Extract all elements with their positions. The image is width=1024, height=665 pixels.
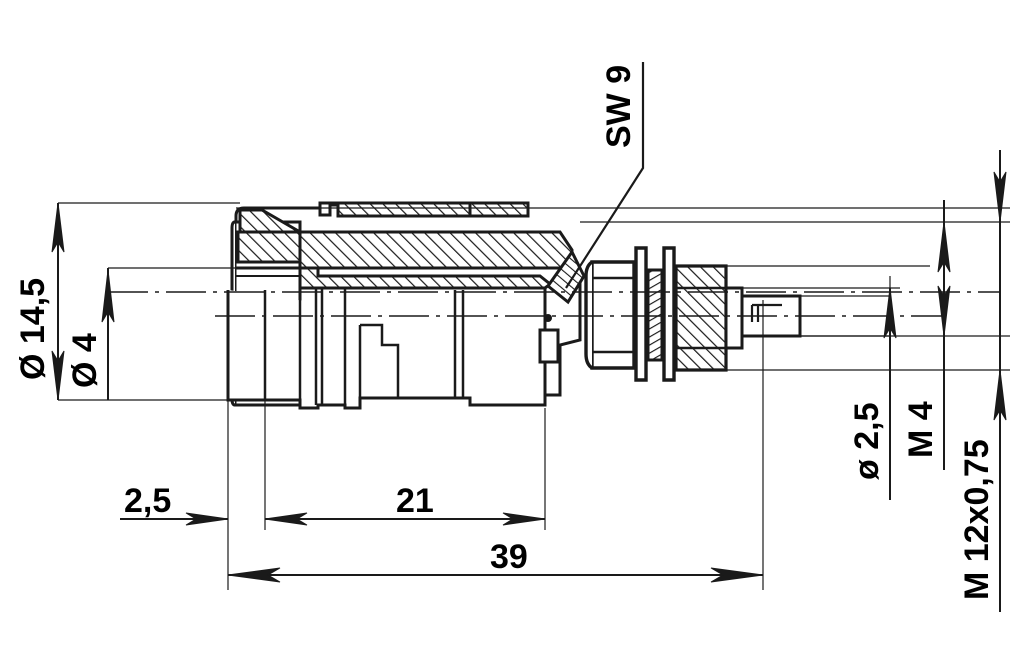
section-reference-dot [544, 314, 552, 322]
sleeve-tab-band [336, 201, 472, 218]
dim-len-25 [120, 512, 229, 526]
label-m12: M 12x0,75 [958, 439, 996, 600]
dimension-lines [51, 62, 1007, 612]
retainer-block [538, 328, 560, 364]
leader-sw9 [565, 62, 645, 289]
inner-cavity-detail [263, 288, 547, 408]
part-geometry [108, 201, 1000, 410]
label-m4: M 4 [902, 401, 940, 458]
dimension-labels: Ø 14,5 Ø 4 SW 9 ø 2,5 M 4 M 12x0,75 2,5 … [14, 65, 996, 600]
label-dia-25: ø 2,5 [848, 403, 886, 480]
label-len-21: 21 [396, 482, 434, 520]
label-len-39: 39 [490, 538, 528, 576]
flat-washer-2 [662, 246, 676, 382]
hex-nut-chamfer [584, 260, 594, 370]
label-dia-145: Ø 14,5 [14, 278, 52, 380]
lock-washer [646, 268, 664, 362]
dim-len-39 [227, 567, 764, 583]
threaded-body-section [674, 264, 728, 372]
flat-washer-1 [634, 246, 648, 382]
dim-m12 [993, 150, 1007, 612]
sleeve-tab-band-2 [468, 201, 530, 218]
label-len-25: 2,5 [124, 482, 171, 520]
dim-m4 [937, 200, 951, 470]
cone-section [545, 249, 586, 305]
sleeve-section-upper [298, 230, 574, 270]
flange-chamfer [238, 208, 306, 234]
dim-dia-145 [51, 202, 65, 401]
dim-dia-25 [883, 287, 897, 500]
label-sw-9: SW 9 [600, 65, 638, 148]
label-dia-4: Ø 4 [66, 333, 104, 388]
dim-dia-4 [101, 268, 115, 400]
dim-len-21 [264, 512, 546, 526]
thread-runout [724, 286, 744, 350]
